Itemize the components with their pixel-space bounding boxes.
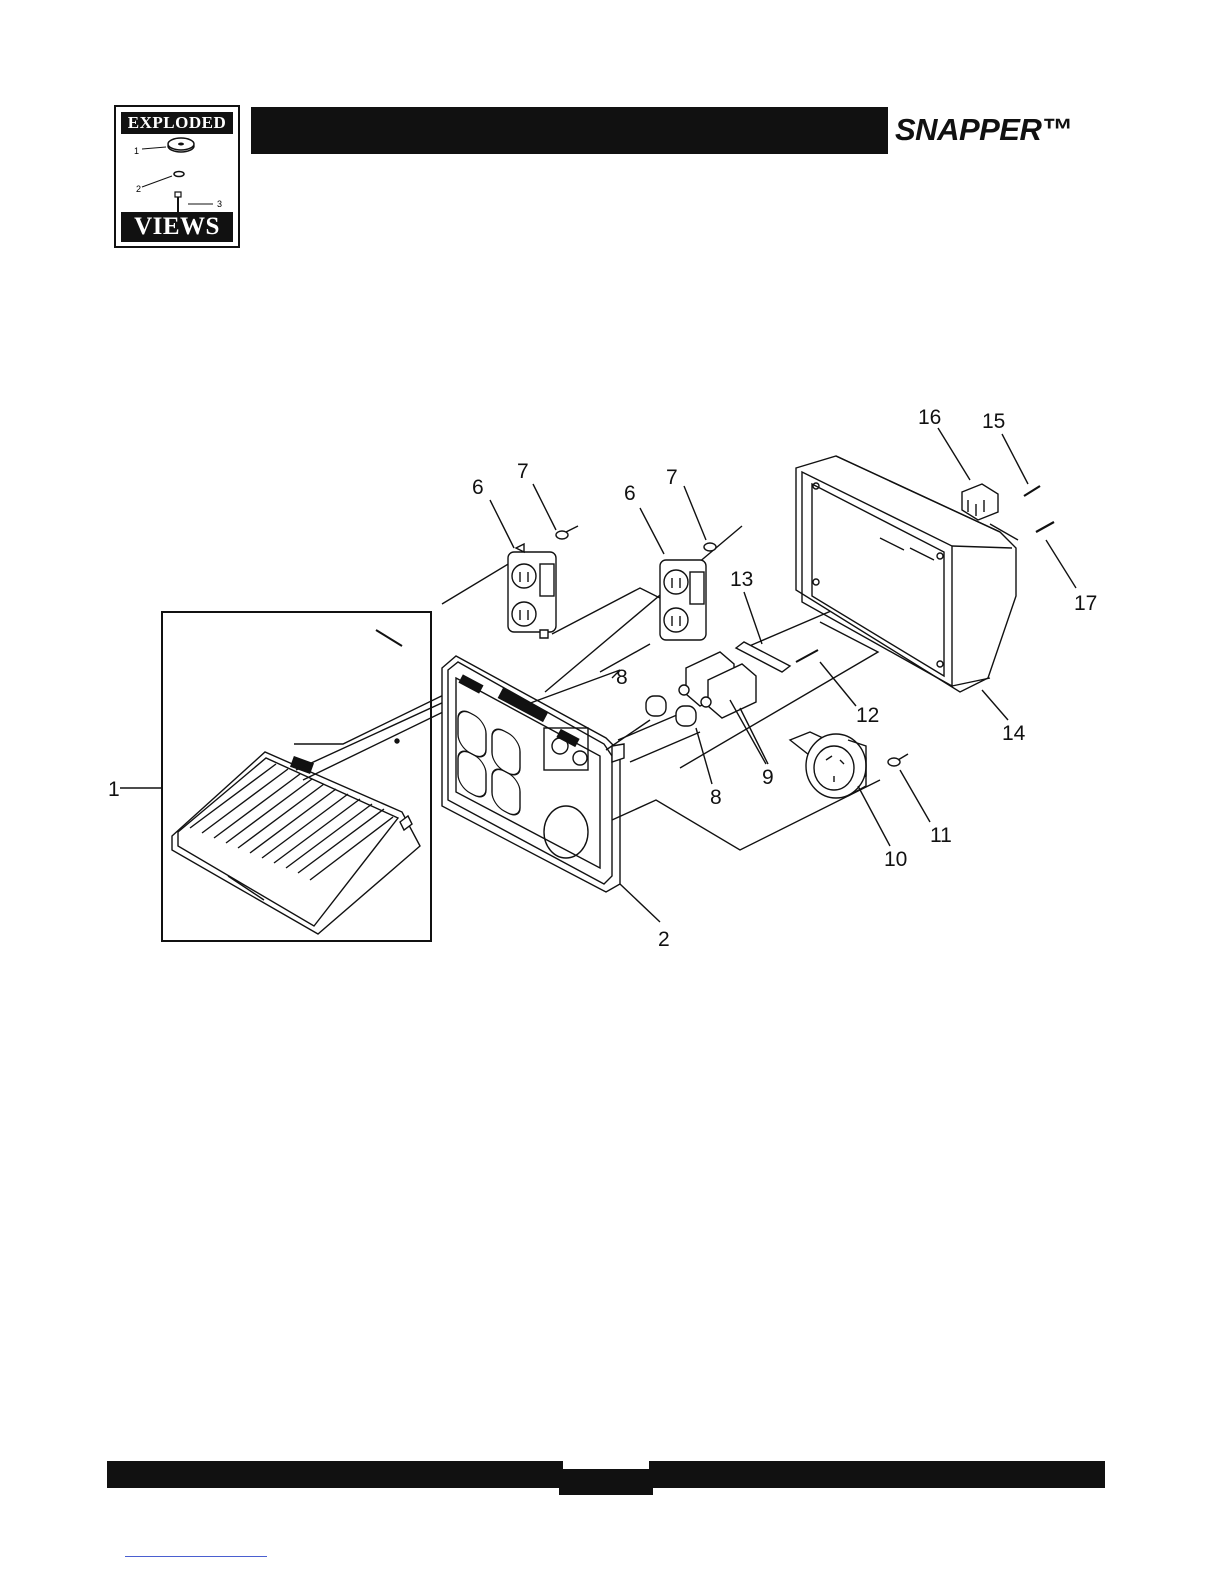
part-15-screw: [1024, 486, 1040, 496]
callout-7: 7: [666, 466, 678, 489]
part-2-panel: [442, 656, 624, 892]
part-8-fuse-cap-b: [676, 706, 696, 726]
footer-notch: [563, 1461, 649, 1469]
callout-1: 1: [108, 778, 120, 801]
part-12-screw: [796, 650, 818, 662]
part-6-receptacle-a: [508, 544, 556, 638]
callout-8: 8: [710, 786, 722, 809]
part-17-screw: [1036, 522, 1054, 532]
footer-page-tab: [559, 1468, 653, 1495]
callout-2: 2: [658, 928, 670, 951]
callout-7: 7: [517, 460, 529, 483]
callout-9: 9: [762, 766, 774, 789]
callout-6: 6: [472, 476, 484, 499]
callout-12: 12: [856, 704, 879, 727]
part-16-terminal-block: [962, 484, 998, 520]
callout-10: 10: [884, 848, 907, 871]
callout-13: 13: [730, 568, 753, 591]
part-6-receptacle-b: [660, 560, 706, 640]
callout-14: 14: [1002, 722, 1026, 745]
callout-8: 8: [616, 666, 628, 689]
callout-15: 15: [982, 410, 1005, 433]
callout-16: 16: [918, 406, 941, 429]
part-7-nut-b: [704, 543, 716, 551]
callout-11: 11: [930, 824, 952, 847]
part-8-fuse-cap-a: [646, 696, 666, 716]
part-10-twist-lock-receptacle: [790, 732, 866, 798]
part-1-cover: [172, 752, 420, 934]
callout-17: 17: [1074, 592, 1097, 615]
footer-link-underline[interactable]: [125, 1556, 267, 1557]
callout-6: 6: [624, 482, 636, 505]
